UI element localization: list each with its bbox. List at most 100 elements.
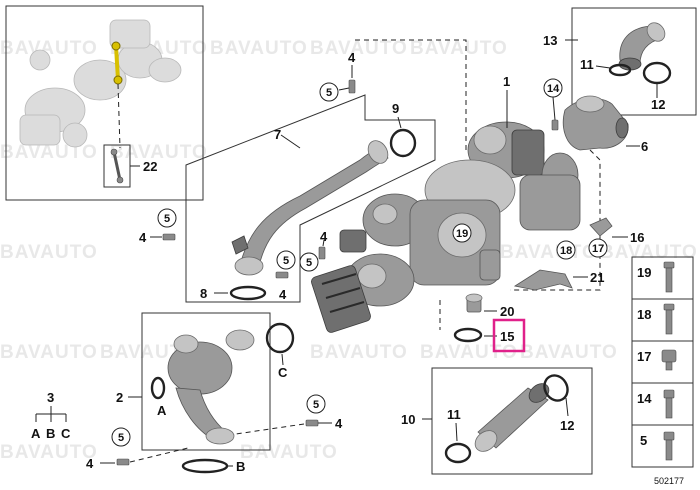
callout-5-bottom-left: 5 <box>118 432 124 444</box>
bolt-icon-5 <box>663 431 675 461</box>
gasket-C <box>265 322 295 354</box>
callout-11-top: 11 <box>580 57 594 72</box>
legend-number: 3 <box>47 390 54 405</box>
callout-17: 17 <box>592 243 604 255</box>
callout-11-bottom: 11 <box>447 407 461 422</box>
gasket-9 <box>389 128 417 158</box>
watermark: BAVAUTO <box>0 342 98 363</box>
callout-10: 10 <box>401 412 415 427</box>
diagram-id: 502177 <box>654 476 684 486</box>
callout-20: 20 <box>500 304 514 319</box>
hardware-column: 19 18 17 14 5 <box>631 256 694 468</box>
intake-elbow-2 <box>167 329 255 445</box>
callout-circle-17 <box>588 238 608 258</box>
legend-item-C: C <box>61 426 71 441</box>
bolt-5-mid <box>275 271 289 279</box>
legend-item-B: B <box>46 426 55 441</box>
leader-9 <box>397 116 402 129</box>
leader-14 <box>552 96 556 121</box>
callout-19: 19 <box>456 228 468 240</box>
watermark: BAVAUTO <box>0 142 98 163</box>
callout-16: 16 <box>630 230 644 245</box>
callout-4-top: 4 <box>348 50 356 65</box>
watermark: BAVAUTO <box>520 342 618 363</box>
watermark: BAVAUTO <box>600 242 698 263</box>
part-10-frame <box>431 367 593 475</box>
callout-4-mid: 4 <box>279 287 287 302</box>
leader-11-bottom <box>455 422 458 442</box>
charge-pipe-7 <box>231 140 389 276</box>
group-legend-3: 3 A B C <box>31 390 71 441</box>
turbocharger-assembly <box>339 121 581 307</box>
watermark: BAVAUTO <box>0 242 98 263</box>
callout-4-center: 4 <box>320 229 328 244</box>
watermark: BAVAUTO <box>110 142 208 163</box>
leader-5-top <box>338 87 350 91</box>
callout-4-bottom-right: 4 <box>335 416 343 431</box>
heat-shield-21 <box>513 269 573 291</box>
callout-circle-19 <box>452 223 472 243</box>
callout-8: 8 <box>200 286 207 301</box>
bolt-14 <box>551 119 559 131</box>
callout-18: 18 <box>560 245 572 257</box>
callout-7: 7 <box>274 127 281 142</box>
gasket-11-bottom <box>444 442 472 464</box>
gasket-15 <box>453 327 483 343</box>
dashed-frame-right <box>510 149 601 291</box>
rod-part-icon <box>110 148 124 184</box>
hardware-label-17: 17 <box>637 349 651 364</box>
bracket-16 <box>589 217 613 237</box>
callout-circle-5-center <box>299 252 319 272</box>
overview-ghost-assembly <box>19 19 182 148</box>
hardware-label-14: 14 <box>637 391 652 406</box>
callout-12-bottom: 12 <box>560 418 574 433</box>
bolt-5-bottom-right <box>305 419 319 427</box>
part-7-frame <box>185 94 436 303</box>
dash-bolt-bottom-left <box>129 447 189 463</box>
callout-1: 1 <box>503 74 510 89</box>
watermark: BAVAUTO <box>210 38 308 59</box>
leader-12-bottom <box>565 397 569 417</box>
callout-9: 9 <box>392 101 399 116</box>
leader-rod <box>117 83 121 149</box>
leader-C <box>281 353 284 366</box>
gasket-11-top <box>608 63 632 77</box>
callout-circle-5-bottom-left <box>111 427 131 447</box>
callout-21: 21 <box>590 270 604 285</box>
leader-7 <box>280 134 301 149</box>
watermark: BAVAUTO <box>500 242 598 263</box>
callout-4-left: 4 <box>139 230 147 245</box>
hardware-label-5: 5 <box>640 433 647 448</box>
watermark: BAVAUTO <box>310 38 408 59</box>
gasket-B <box>181 458 229 474</box>
callout-12-top: 12 <box>651 97 665 112</box>
callout-5-mid: 5 <box>283 255 289 267</box>
outlet-elbow-6 <box>562 95 629 151</box>
watermark: BAVAUTO <box>0 38 98 59</box>
watermark-layer: BAVAUTO BAVAUTO BAVAUTO BAVAUTO BAVAUTO … <box>0 38 698 463</box>
dash-bolt-bottom-right <box>235 423 305 435</box>
callout-circle-5-bottom-right <box>306 394 326 414</box>
callout-13: 13 <box>543 33 557 48</box>
watermark: BAVAUTO <box>420 342 518 363</box>
oil-fitting-20 <box>465 293 483 313</box>
callout-5-left: 5 <box>164 213 170 225</box>
hardware-label-19: 19 <box>637 265 651 280</box>
callout-5-bottom-right: 5 <box>313 399 319 411</box>
bolt-icon-19 <box>663 261 675 293</box>
bolt-5-bottom-left <box>116 458 130 466</box>
callout-2: 2 <box>116 390 123 405</box>
elbow-pipe-13 <box>618 22 666 71</box>
callout-circle-5-left <box>157 208 177 228</box>
leader-4-center <box>322 239 325 247</box>
nut-icon-17 <box>661 349 677 371</box>
watermark: BAVAUTO <box>310 342 408 363</box>
legend-item-A: A <box>31 426 41 441</box>
callout-A-left: A <box>157 403 167 418</box>
highlight-box-15 <box>492 318 526 353</box>
bolt-icon-14 <box>663 389 675 419</box>
callout-15: 15 <box>500 329 514 344</box>
callout-B: B <box>236 459 245 474</box>
watermark: BAVAUTO <box>410 38 508 59</box>
gasket-A-left <box>150 376 166 400</box>
